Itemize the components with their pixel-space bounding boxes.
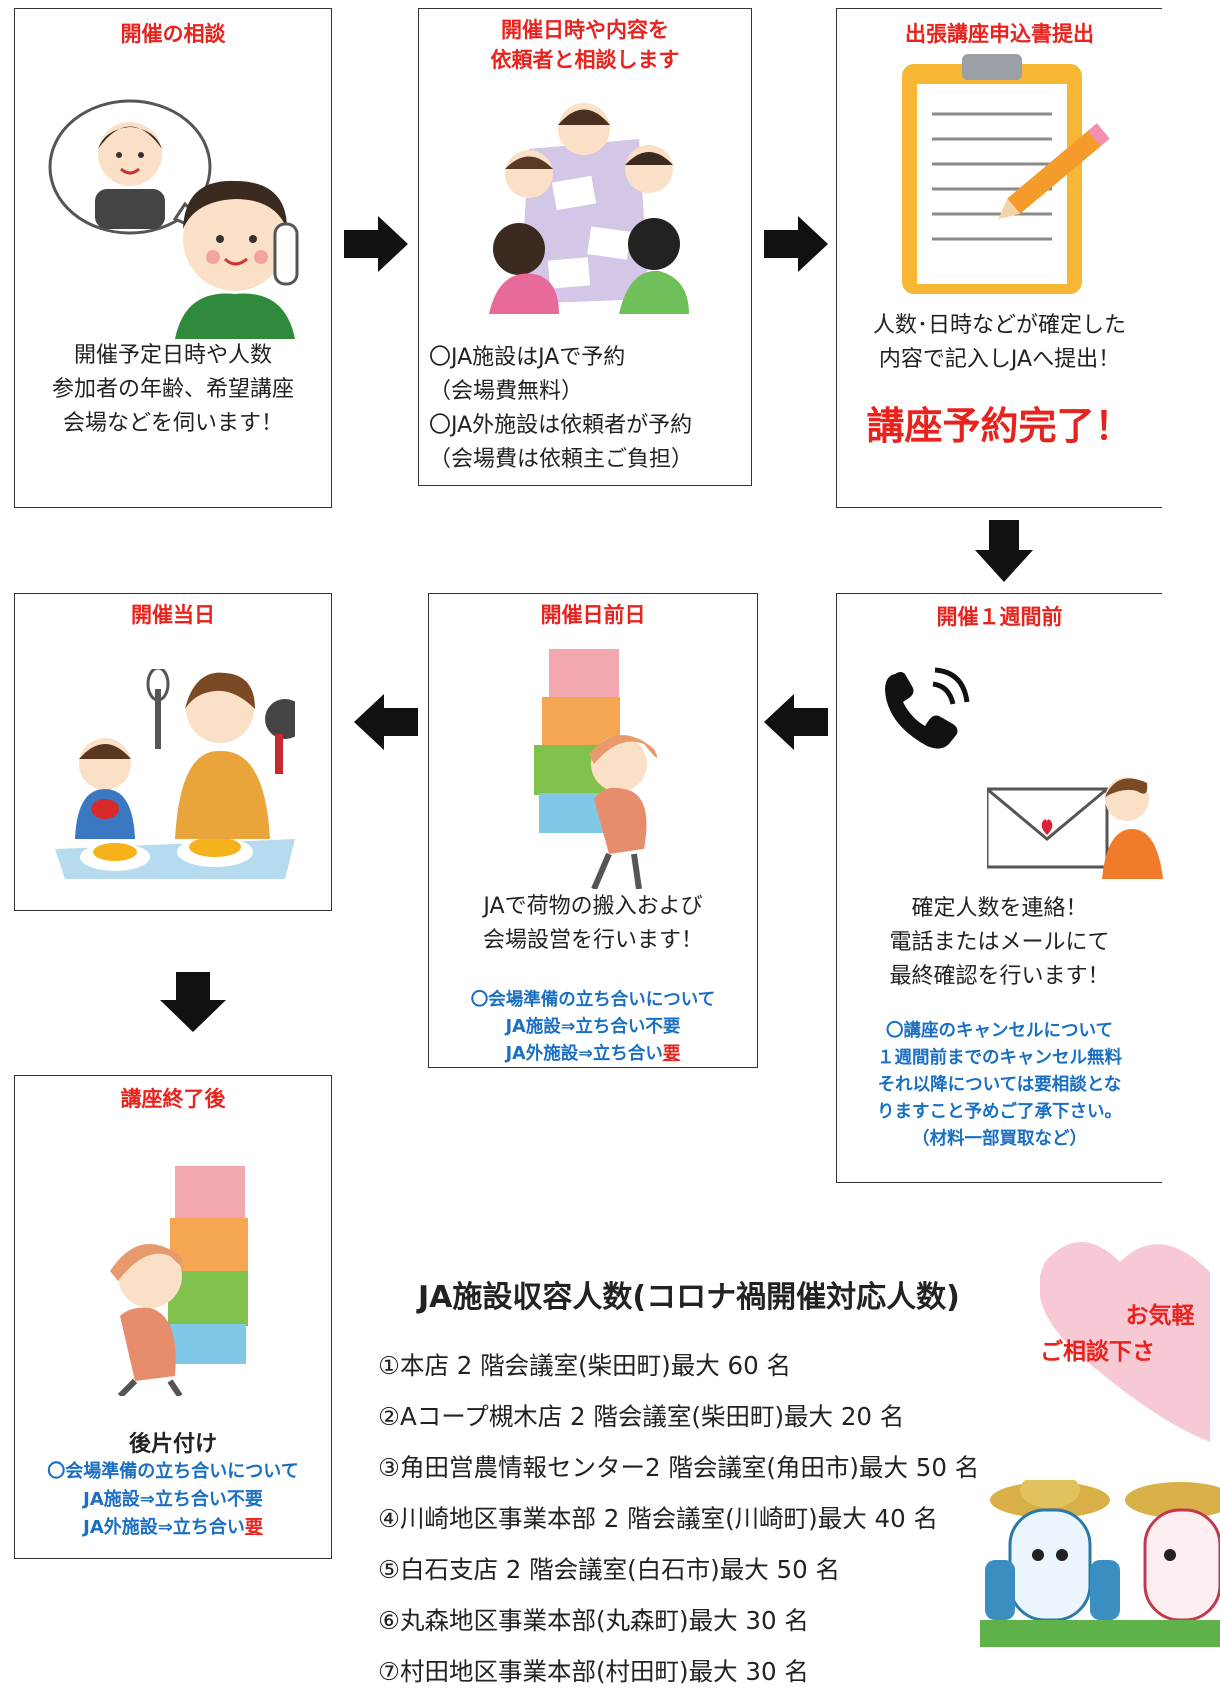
list-item: ⑦村田地区事業本部(村田町)最大 30 名 — [378, 1657, 809, 1686]
text-line: JAで荷物の搬入および — [483, 894, 703, 919]
text-line: 開催予定日時や人数 — [73, 343, 272, 368]
note-line: それ以降については要相談とな — [877, 1075, 1122, 1095]
text-line: 内容で記入しJAへ提出！ — [878, 347, 1121, 372]
heart-callout-shape — [1040, 1242, 1210, 1442]
capacity-title: JA施設収容人数(コロナ禍開催対応人数) — [418, 1280, 960, 1315]
phone-call-icon — [885, 667, 970, 749]
list-item: ①本店 2 階会議室(柴田町)最大 60 名 — [378, 1351, 791, 1380]
title-line: 依頼者と相談します — [490, 48, 680, 72]
step-application-box: 出張講座申込書提出 人数･日時などが確定した 内容で記入しJAへ提出！ 講座予約… — [836, 8, 1162, 508]
step-week-before-notes: 〇講座のキャンセルについて １週間前までのキャンセル無料 それ以降については要相… — [837, 1018, 1162, 1153]
step-day-before-title: 開催日前日 — [540, 603, 646, 627]
note-text: JA外施設⇒立ち合い — [83, 1517, 245, 1538]
text-line: （会場費無料） — [429, 379, 584, 404]
step-week-before-title: 開催１週間前 — [936, 605, 1063, 629]
step-application-title: 出張講座申込書提出 — [905, 22, 1094, 46]
list-item: ③角田営農情報センター2 階会議室(角田市)最大 50 名 — [378, 1453, 980, 1482]
note-line: 〇講座のキャンセルについて — [886, 1021, 1113, 1041]
arrow-down-icon — [160, 972, 226, 1032]
carrying-boxes-illustration — [534, 649, 658, 889]
required-emphasis: 要 — [662, 1044, 681, 1064]
step-week-before-box: 開催１週間前 確定人数を連絡！ 電話またはメールにて 最終確認を行います！ 〇講… — [836, 593, 1163, 1183]
note-line: りますこと予めご了承下さい。 — [877, 1102, 1122, 1122]
heart-callout-text: お気軽 ご相談下さ — [1040, 1298, 1220, 1370]
capacity-list: ①本店 2 階会議室(柴田町)最大 60 名 ②Aコープ槻木店 2 階会議室(柴… — [378, 1340, 979, 1697]
text-line: 参加者の年齢、希望講座 — [51, 377, 294, 402]
title-line: 開催日時や内容を — [501, 18, 669, 42]
step-after-notes: 〇会場準備の立ち合いについて JA施設⇒立ち合い不要 JA外施設⇒立ち合い要 — [15, 1458, 331, 1542]
text-line: 会場設営を行います！ — [482, 928, 703, 953]
text-line: 確定人数を連絡！ — [911, 896, 1088, 921]
list-item: ④川崎地区事業本部 2 階会議室(川崎町)最大 40 名 — [378, 1504, 938, 1533]
step-schedule-title: 開催日時や内容を 依頼者と相談します — [419, 15, 751, 75]
step-day-before-notes: 〇会場準備の立ち合いについて JA施設⇒立ち合い不要 JA外施設⇒立ち合い要 — [429, 987, 757, 1068]
step-event-day-box: 開催当日 — [14, 593, 332, 911]
step-consult-text: 開催予定日時や人数 参加者の年齢、希望講座 会場などを伺います！ — [15, 339, 331, 441]
list-item: ②Aコープ槻木店 2 階会議室(柴田町)最大 20 名 — [378, 1402, 905, 1431]
list-item: ⑤白石支店 2 階会議室(白石市)最大 50 名 — [378, 1555, 840, 1584]
required-emphasis: 要 — [244, 1517, 263, 1538]
step-schedule-box: 開催日時や内容を 依頼者と相談します 〇JA施設はJAで予約 （会場費無料） 〇… — [418, 8, 752, 486]
arrow-right-icon — [344, 216, 408, 272]
note-line: JA外施設⇒立ち合い要 — [429, 1041, 757, 1068]
note-line: JA施設⇒立ち合い不要 — [83, 1489, 263, 1510]
arrow-down-icon — [975, 520, 1033, 582]
list-item: ⑥丸森地区事業本部(丸森町)最大 30 名 — [378, 1606, 809, 1635]
step-week-before-text: 確定人数を連絡！ 電話またはメールにて 最終確認を行います！ — [837, 892, 1162, 994]
envelope-heart-icon — [987, 777, 1163, 879]
step-consult-box: 開催の相談 開催予定日時や人数 参加者の年齢、希望講座 会場などを伺います！ — [14, 8, 332, 508]
note-line: 〇会場準備の立ち合いについて — [47, 1461, 299, 1482]
clipboard-pencil-illustration — [902, 54, 1110, 294]
step-after-main: 後片付け — [128, 1432, 217, 1457]
callout-line: ご相談下さ — [1040, 1339, 1155, 1365]
arrow-right-icon — [764, 216, 828, 272]
text-line: 電話またはメールにて — [889, 930, 1110, 955]
mascot-illustration — [980, 1480, 1220, 1647]
note-line: JA施設⇒立ち合い不要 — [505, 1017, 681, 1037]
phone-consult-illustration — [48, 99, 299, 339]
note-line: １週間前までのキャンセル無料 — [877, 1048, 1122, 1068]
arrow-left-icon — [764, 694, 828, 750]
note-line: JA外施設⇒立ち合い要 — [15, 1514, 331, 1542]
step-after-box: 講座終了後 後片付け 〇会場準備の立ち合いについて JA施設⇒立ち合い不要 JA… — [14, 1075, 332, 1559]
note-line: 〇会場準備の立ち合いについて — [470, 990, 716, 1010]
cleanup-carrying-illustration — [110, 1166, 248, 1396]
step-event-day-title: 開催当日 — [131, 603, 215, 627]
text-line: 〇JA施設はJAで予約 — [429, 345, 626, 370]
step-application-text: 人数･日時などが確定した 内容で記入しJAへ提出！ — [837, 309, 1162, 377]
step-day-before-text: JAで荷物の搬入および 会場設営を行います！ — [429, 890, 757, 958]
arrow-left-icon — [354, 694, 418, 750]
text-line: 会場などを伺います！ — [62, 411, 283, 436]
reservation-complete-label: 講座予約完了！ — [866, 404, 1133, 448]
cooking-illustration — [55, 669, 295, 879]
text-line: 最終確認を行います！ — [889, 964, 1110, 989]
note-text: JA外施設⇒立ち合い — [505, 1044, 663, 1064]
callout-line: お気軽 — [1125, 1303, 1195, 1329]
step-day-before-box: 開催日前日 JAで荷物の搬入および 会場設営を行います！ 〇会場準備の立ち合いに… — [428, 593, 758, 1068]
step-consult-title: 開催の相談 — [120, 22, 226, 46]
step-schedule-text: 〇JA施設はJAで予約 （会場費無料） 〇JA外施設は依頼者が予約 （会場費は依… — [429, 341, 751, 477]
meeting-illustration — [489, 103, 689, 314]
text-line: 〇JA外施設は依頼者が予約 — [429, 413, 693, 438]
text-line: （会場費は依頼主ご負担） — [429, 447, 694, 472]
note-line: （材料一部買取など） — [912, 1129, 1087, 1149]
text-line: 人数･日時などが確定した — [872, 313, 1126, 338]
step-after-title: 講座終了後 — [120, 1087, 226, 1111]
